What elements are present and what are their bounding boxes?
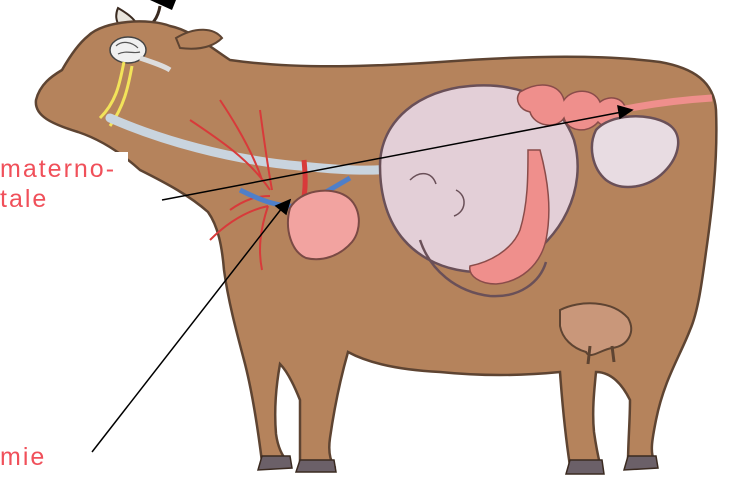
annotation-label-top: materno- tale [0,152,128,214]
annotation-label-top-line1: materno- [0,154,116,184]
annotation-label-top-line2: tale [0,184,116,214]
annotation-label-bottom: mie [0,442,50,472]
top-arrow-fragment [150,0,176,10]
cow-body [36,21,717,466]
